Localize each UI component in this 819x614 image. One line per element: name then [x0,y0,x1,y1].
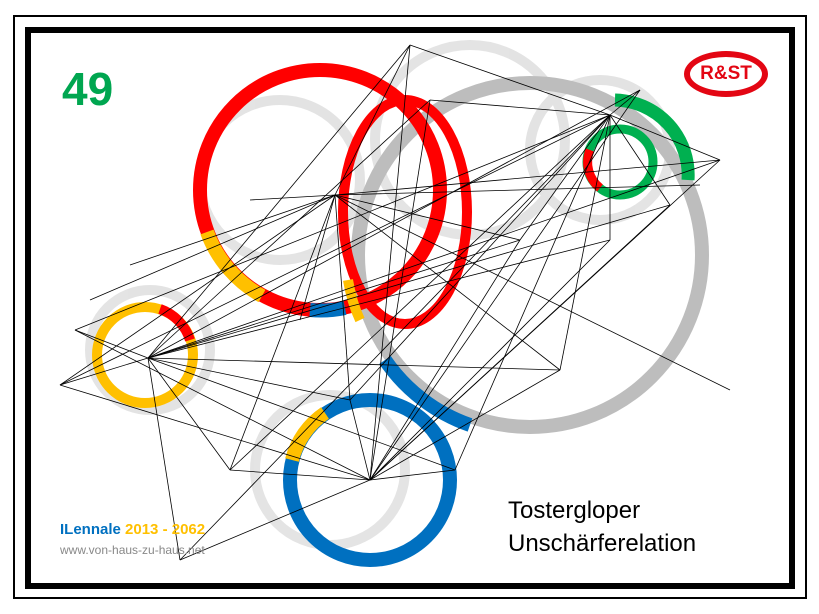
inner-frame [25,27,795,589]
web-line [369,239,521,481]
web-line [74,114,611,331]
blue-gray-arc [379,355,473,432]
logo-text: R&ST [700,63,752,84]
web-line [179,114,611,561]
web-line [369,469,456,481]
web-line [147,99,431,359]
rst-logo: R&ST [684,51,768,97]
web-line [369,239,611,481]
web-line [334,44,411,196]
web-line [609,114,671,206]
web-line [74,329,371,481]
web-line [147,239,611,359]
web-line [369,99,431,481]
title-line-2: Unschärferelation [508,530,697,557]
web-line [147,239,521,359]
web-line [369,204,671,481]
web-line [147,89,641,359]
web-line [299,194,336,321]
web-line [609,114,721,161]
poster-number: 49 [62,63,114,115]
yellow-ring [92,302,198,408]
web-line [59,357,149,386]
web-line [369,369,561,481]
web-line [129,194,336,266]
web-line [59,114,611,386]
web-line [229,114,611,471]
web-line [147,44,411,359]
web-line [334,184,701,196]
web-line [334,159,721,196]
web-line [147,357,231,471]
web-line [369,89,641,481]
web-line [609,89,641,116]
outer-frame [13,15,807,599]
title-line-1: Tostergloper [508,497,641,524]
web-line [409,44,611,116]
web-line [147,357,351,401]
yellow-segment [200,229,266,303]
small-red-segment [583,148,604,192]
web-line [147,204,671,359]
gray-ring [351,76,709,434]
green-arc [614,93,695,181]
web-line [89,194,336,301]
website-url: www.von-haus-zu-haus.net [60,543,205,557]
series-label: ILennale 2013 - 2062 [60,521,205,538]
web-line [59,194,336,386]
web-line [369,44,411,481]
web-line [147,357,181,561]
web-line [519,114,611,241]
series-name: ILennale [60,521,121,538]
web-line [429,99,611,116]
web-line [147,159,721,359]
web-line [229,469,371,481]
connecting-lines [59,44,731,561]
web-line [179,479,371,561]
web-line [349,114,611,401]
web-line [147,357,456,471]
web-line [249,194,336,201]
web-line [559,114,611,371]
web-line [454,114,611,471]
web-line [74,329,149,359]
series-years: 2013 - 2062 [125,521,206,538]
blue-ring-yellow [285,407,330,462]
web-line [59,384,371,481]
web-line [147,357,561,371]
yellow-segment-2 [343,279,365,323]
web-line [349,399,371,481]
web-line [334,194,351,401]
web-line [229,194,336,471]
blue-ring [283,393,457,567]
web-line [334,194,521,241]
